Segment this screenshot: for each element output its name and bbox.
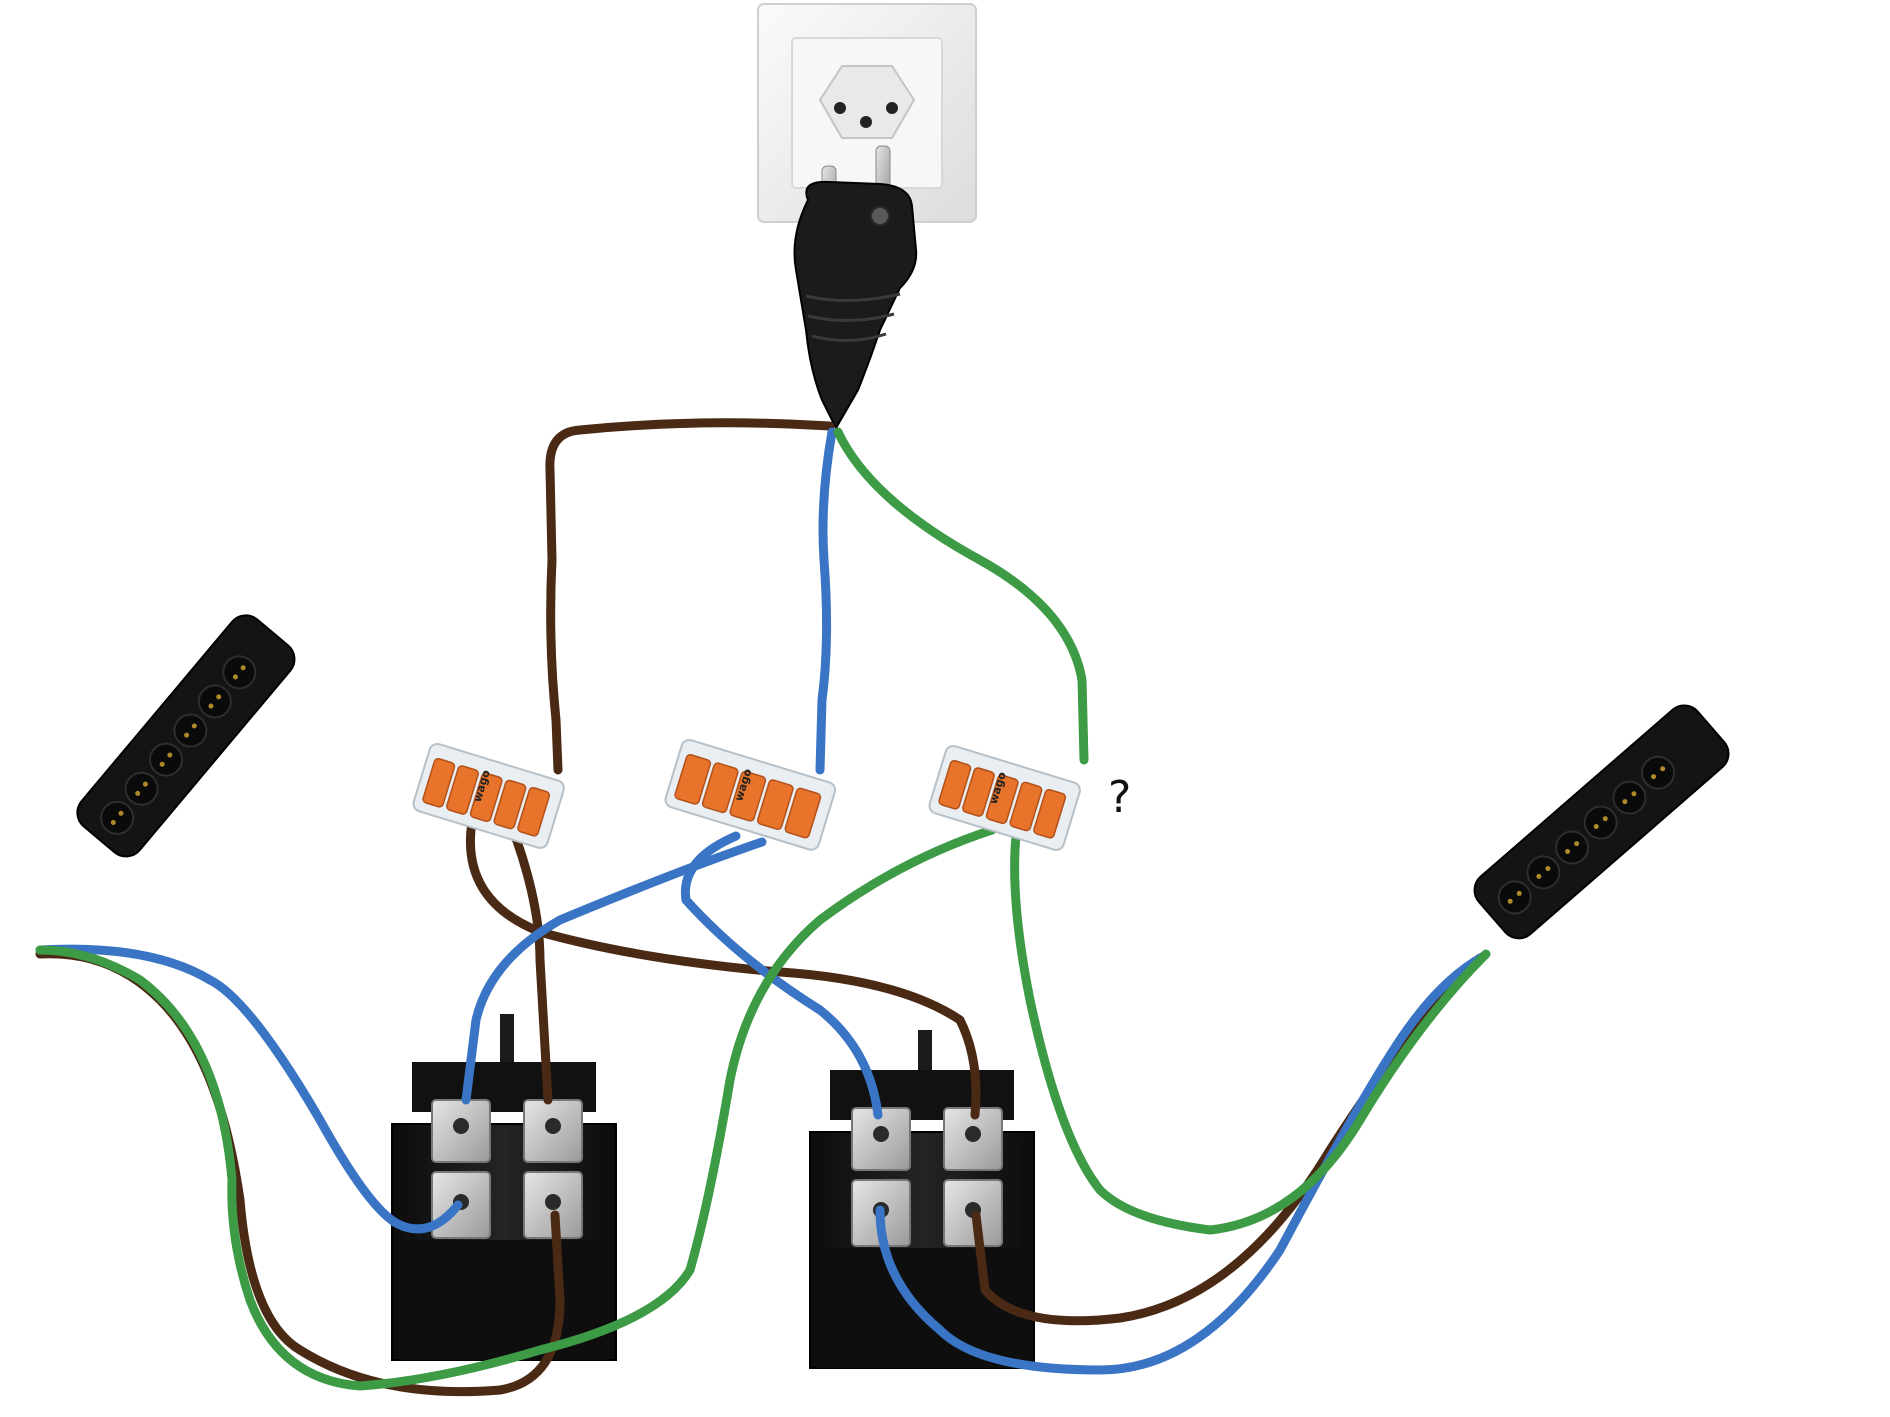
wago-lever: [1033, 788, 1067, 839]
wall-socket: [757, 3, 977, 223]
wall-socket-recess: [818, 65, 916, 139]
wire-live-connector-to-left-switch: [505, 817, 553, 1105]
plug-grip-lines: [805, 292, 901, 343]
wire-neutral-right-switch-to-strip-right: [875, 951, 1489, 1375]
wire-neutral-left-switch-to-strip-left: [35, 944, 463, 1234]
wago-lever: [446, 765, 479, 815]
wago-lever: [784, 787, 822, 839]
power-strip-outlet: [124, 771, 159, 806]
power-strip-right-outlets: [1497, 755, 1676, 915]
power-strip-outlet: [1555, 830, 1590, 865]
wire-neutral-plug-to-connector: [815, 427, 837, 775]
power-strip-outlet: [1583, 805, 1618, 840]
socket-hole-earth: [860, 116, 872, 128]
power-strip-left: [76, 614, 296, 858]
wire-neutral-connector-to-left-switch: [461, 837, 767, 1105]
power-strip-outlet: [1641, 755, 1676, 790]
wago-connector-earth: wago: [928, 744, 1081, 851]
power-strip-left-outlets: [100, 655, 257, 835]
wago-lever: [938, 759, 972, 810]
plug-body: [793, 180, 918, 431]
wago-lever: [493, 779, 527, 830]
wire-live-connector-to-right-switch: [465, 817, 981, 1120]
wire-earth-connector-to-strip-right: [1010, 831, 1491, 1235]
wires: [35, 418, 1491, 1397]
power-strip-outlet: [100, 800, 135, 835]
wago-lever: [469, 772, 503, 823]
wago-lever: [701, 762, 739, 814]
power-strip-outlet: [173, 713, 208, 748]
wago-lever: [1009, 781, 1043, 832]
earth-connector-question-mark: ?: [1108, 772, 1131, 823]
wago-lever: [756, 779, 794, 830]
power-strip-outlet: [222, 655, 257, 690]
switch-left-lever: [500, 1014, 514, 1074]
wire-live-right-switch-to-strip-right: [971, 953, 1485, 1326]
wago-lever: [985, 774, 1019, 825]
socket-hole-left: [834, 102, 846, 114]
wago-lever: [674, 753, 712, 805]
plug-earth-clip: [870, 206, 890, 226]
power-strip-right: [1473, 704, 1730, 940]
wago-lever: [729, 770, 767, 822]
plug: [793, 145, 918, 431]
wago-connector-live: wago: [412, 742, 565, 849]
wire-live-plug-to-connector: [545, 418, 835, 775]
power-strip-outlet: [1497, 880, 1532, 915]
socket-hole-right: [886, 102, 898, 114]
rocker-switch-right: [809, 1030, 1035, 1369]
wire-earth-plug-to-connector: [833, 427, 1089, 765]
wire-earth-connector-to-strip-left: [35, 825, 997, 1391]
wago-lever: [422, 757, 456, 808]
power-strip-outlet: [1612, 780, 1647, 815]
wire-neutral-connector-to-right-switch: [680, 831, 883, 1120]
power-strip-outlet: [197, 684, 232, 719]
wago-connector-neutral: wago: [664, 738, 837, 851]
wago-lever: [962, 767, 995, 817]
power-strip-outlet: [1526, 855, 1561, 890]
power-strip-outlet: [148, 742, 183, 777]
wago-connectors: wago wago wago: [412, 738, 1081, 851]
rocker-switch-left: [391, 1014, 617, 1361]
wago-lever: [517, 786, 551, 837]
